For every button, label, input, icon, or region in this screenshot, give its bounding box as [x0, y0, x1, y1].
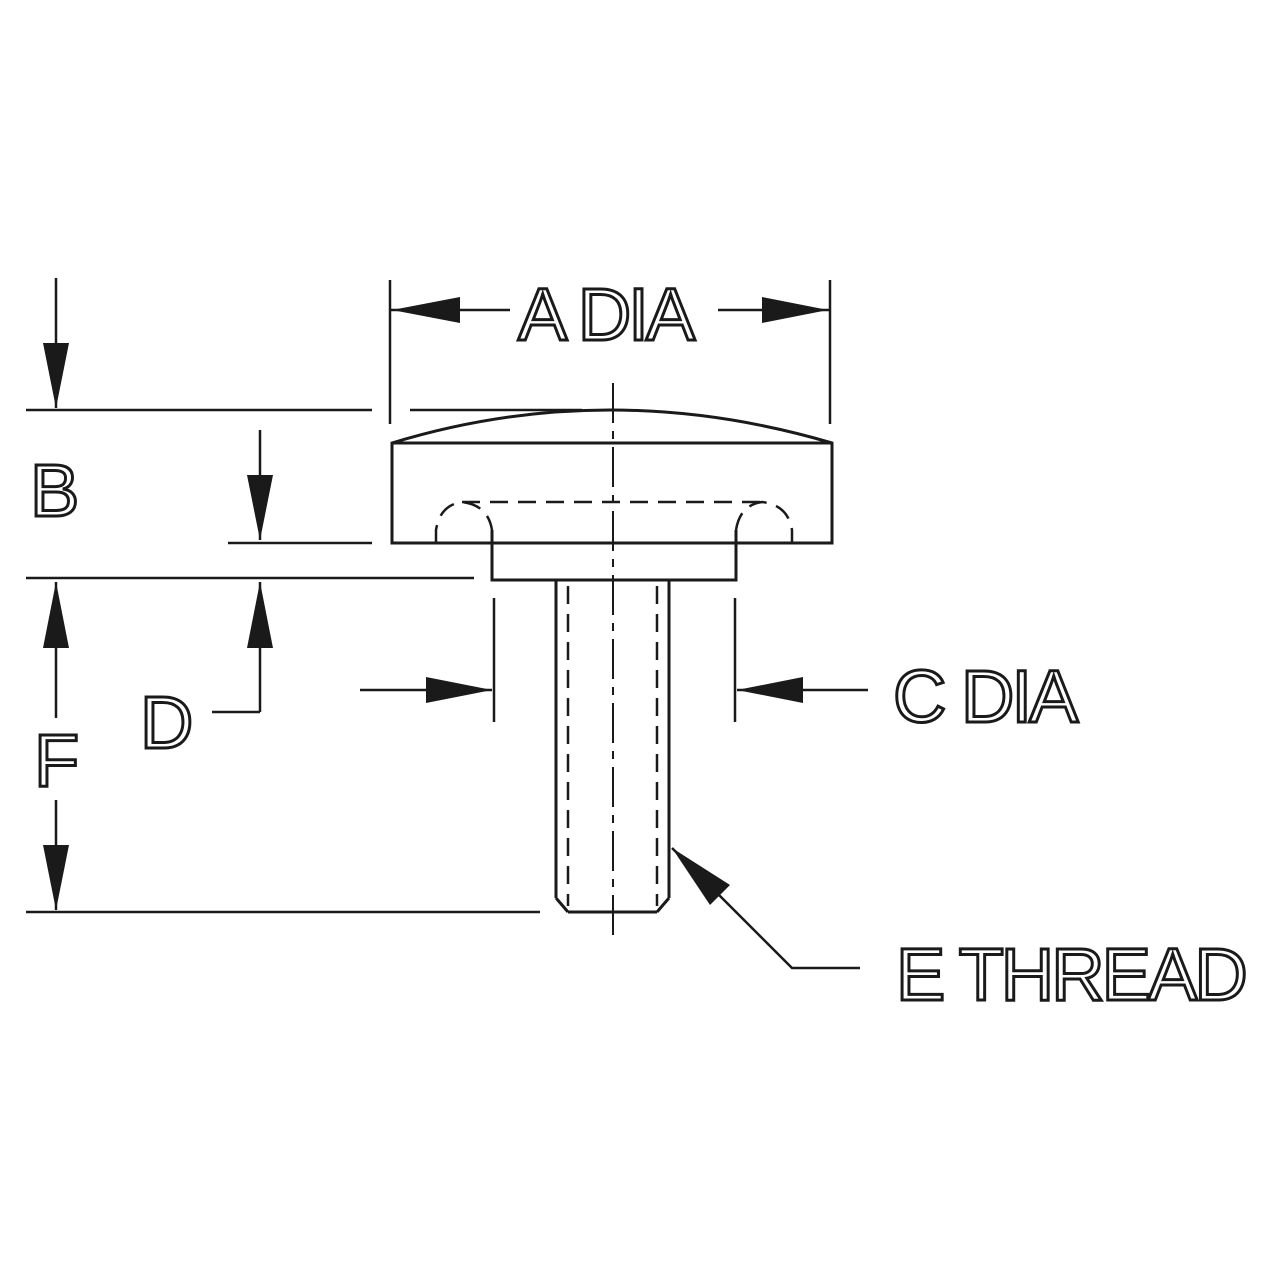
dimension-c: C DIA	[360, 598, 1084, 740]
label-d: D	[140, 681, 190, 764]
dimension-f: F	[26, 582, 540, 914]
label-c-dia: C DIA	[893, 655, 1079, 738]
leader-e-thread: E THREAD	[671, 847, 1249, 1018]
dimension-b: B	[26, 278, 582, 580]
label-a-dia: A DIA	[518, 273, 696, 356]
threaded-shank	[554, 580, 671, 914]
dimension-a: A DIA	[388, 272, 832, 424]
label-f: F	[34, 719, 77, 802]
label-b: B	[30, 449, 76, 532]
dimension-d: D	[139, 430, 372, 766]
label-e-thread: E THREAD	[896, 933, 1245, 1016]
